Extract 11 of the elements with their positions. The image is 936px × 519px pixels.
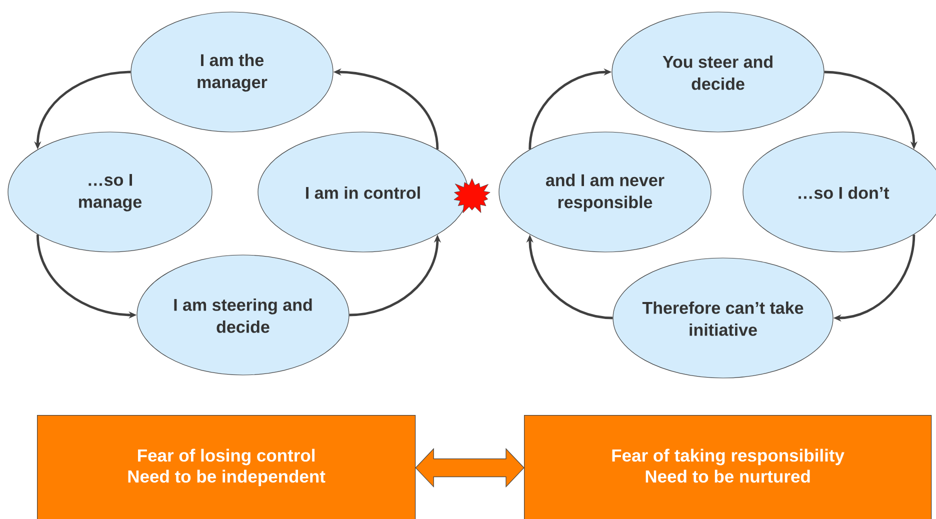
text-box: Fear of losing control Need to be independent — [37, 415, 416, 519]
block-arrow — [415, 448, 524, 488]
ellipse-node: I am the manager — [130, 12, 334, 132]
ellipse-node: I am in control — [258, 132, 468, 252]
ellipse-node: …so I manage — [8, 132, 212, 252]
text-box: Fear of taking responsibility Need to be nurtured — [524, 415, 932, 519]
ellipse-node: I am steering and decide — [136, 254, 350, 376]
ellipse-node: and I am never responsible — [498, 132, 712, 252]
ellipse-node: …so I don’t — [742, 132, 936, 252]
ellipse-node: Therefore can’t take initiative — [612, 258, 834, 378]
ellipse-node: You steer and decide — [612, 12, 824, 132]
